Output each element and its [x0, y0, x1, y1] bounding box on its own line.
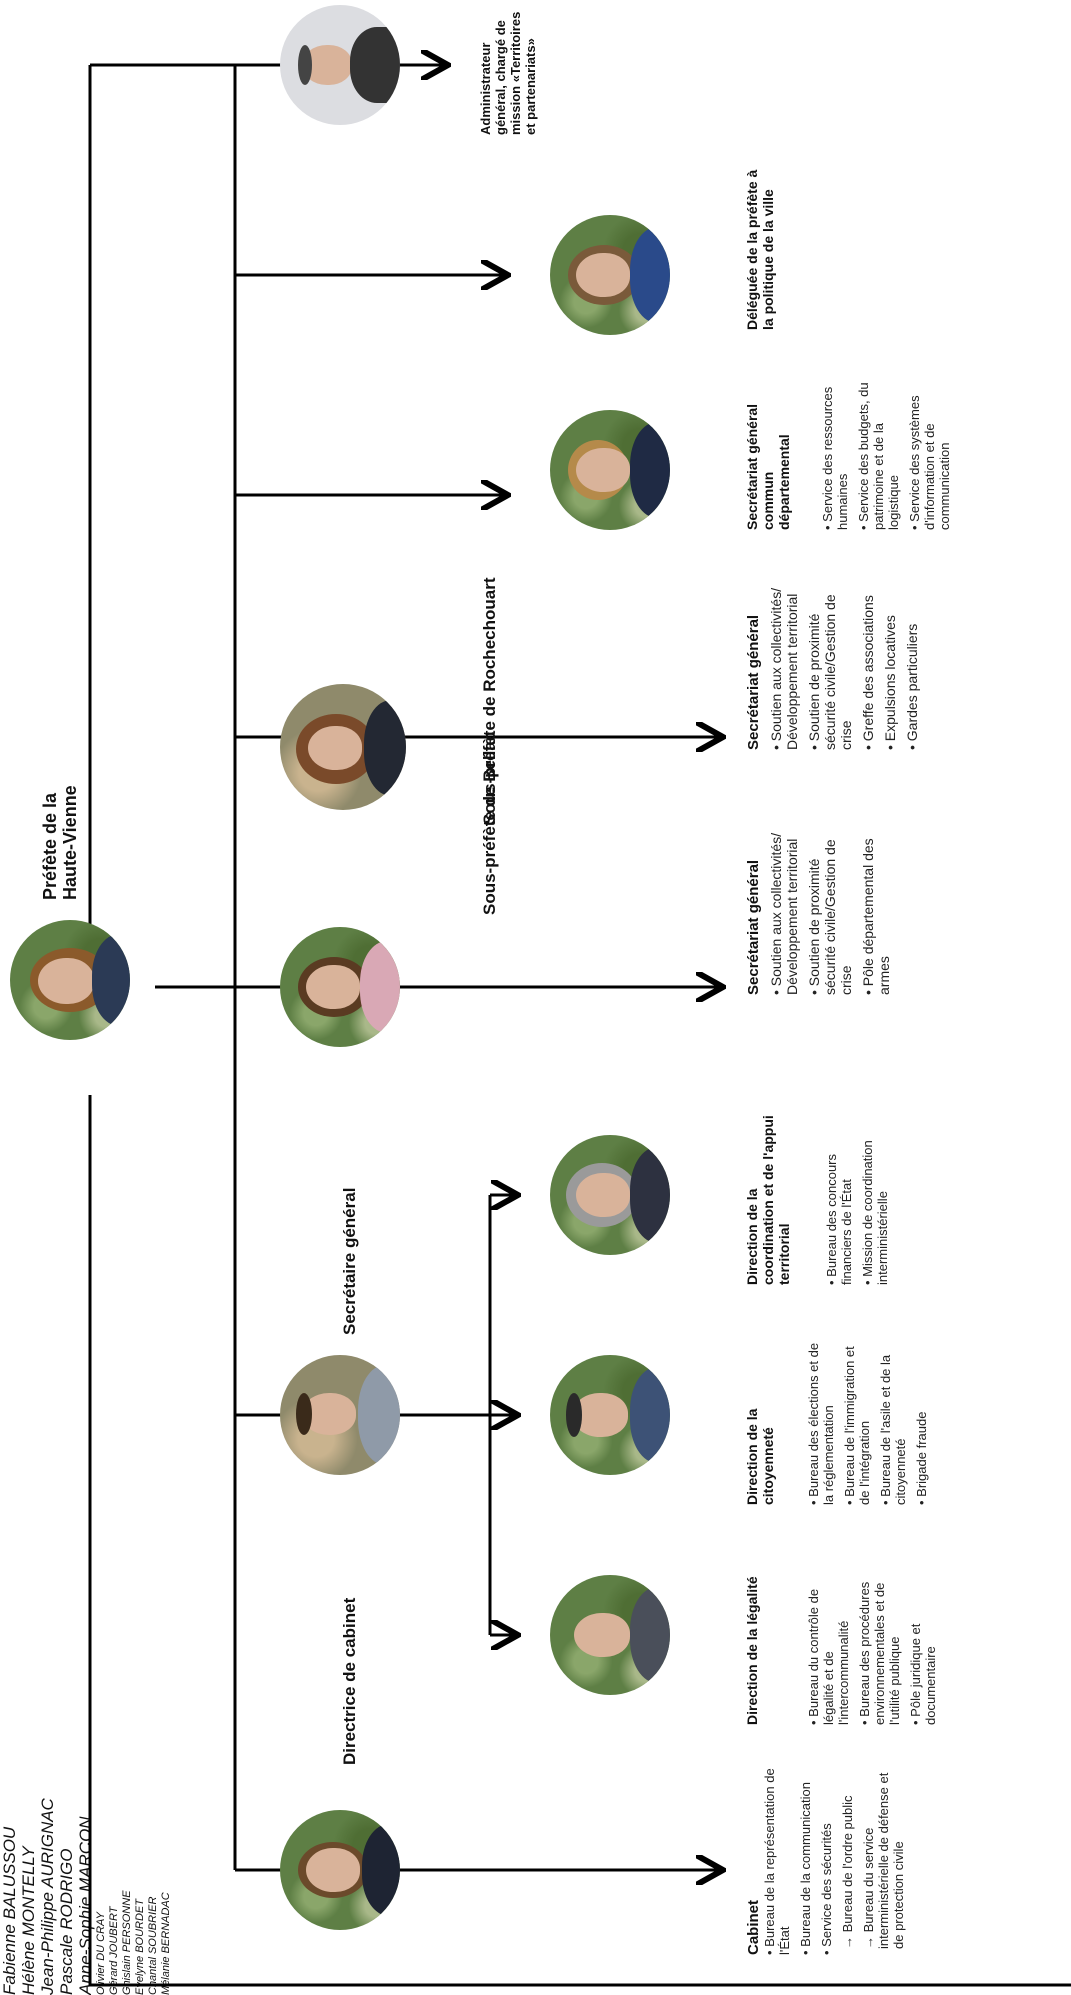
secgen-title: Secrétaire général — [340, 1187, 359, 1335]
sgcd-items: • Service des ressources humaines • Serv… — [820, 365, 958, 530]
coordination-items: • Bureau des concours financiers de l'Ét… — [824, 1115, 896, 1285]
prefete-title: Préfète de la Haute-Vienne — [40, 785, 80, 900]
legalite-item: • Bureau des procédures environnementale… — [857, 1581, 902, 1725]
legalite-item: • Bureau du contrôle de légalité et de l… — [806, 1588, 851, 1725]
citoyennete-title: Direction de la citoyenneté — [744, 1408, 776, 1505]
sg-rochechouart-item: • Gardes particuliers — [904, 623, 920, 750]
sg-rochechouart-items: • Soutien aux collectivités/ Développeme… — [768, 575, 926, 750]
citoyennete-item: • Bureau de l'asile et de la citoyenneté — [878, 1354, 908, 1505]
coordination-title: Direction de la coordination et de l'app… — [744, 1115, 792, 1285]
legalite-item: • Pôle juridique et documentaire — [908, 1623, 938, 1725]
sg-rochechouart-item: • Soutien aux collectivités/ Développeme… — [768, 587, 800, 750]
coordination-item: • Mission de coordination interministéri… — [860, 1140, 890, 1285]
sg-bellac-item: • Soutien de proximité sécurité civile/G… — [806, 839, 854, 995]
sgcd-item: • Service des systèmes d'information et … — [907, 395, 952, 530]
sgcd-title: Secrétariat général commun départemental — [744, 403, 792, 530]
bellac-photo — [280, 927, 400, 1047]
sgcd-item: • Service des ressources humaines — [820, 386, 850, 530]
spine-left — [88, 1095, 1071, 1987]
sg-bellac-item: • Pôle départemental des armes — [860, 838, 892, 995]
cabinet-item: → Bureau du service interministérielle d… — [861, 1772, 906, 1949]
citoyennete-items: • Bureau des élections et de la réglemen… — [806, 1340, 935, 1505]
sgcd-item: • Service des budgets, du patrimoine et … — [856, 382, 901, 530]
cabinet-item: • Bureau de la représentation de l'État — [762, 1768, 792, 1955]
sg-rochechouart-title: Secrétariat général — [745, 614, 762, 750]
legalite-items: • Bureau du contrôle de légalité et de l… — [806, 1560, 944, 1725]
rochechouart-title: Sous-préfète de Rochechouart — [480, 577, 499, 826]
cabinet-items: • Bureau de la représentation de l'État … — [762, 1755, 912, 1955]
citoyennete-item: • Bureau de l'immigration et de l'intégr… — [842, 1346, 872, 1505]
citoyennete-item: • Brigade fraude — [914, 1411, 929, 1505]
administrateur-photo — [280, 5, 400, 125]
citoyennete-photo — [550, 1355, 670, 1475]
deleguee-photo — [550, 215, 670, 335]
sg-bellac-item: • Soutien aux collectivités/ Développeme… — [768, 832, 800, 995]
prefete-photo — [10, 920, 130, 1040]
sg-rochechouart-item: • Soutien de proximité sécurité civile/G… — [806, 594, 854, 750]
cabinet-item: → Bureau de l'ordre public — [840, 1795, 855, 1949]
legalite-photo — [550, 1575, 670, 1695]
rochechouart-photo — [280, 684, 406, 810]
cabinet-director-photo — [280, 1810, 400, 1930]
sg-bellac-items: • Soutien aux collectivités/ Développeme… — [768, 820, 898, 995]
citoyennete-item: • Bureau des élections et de la réglemen… — [806, 1342, 836, 1505]
cabinet-director-title: Directrice de cabinet — [340, 1597, 359, 1765]
sgcd-photo — [550, 410, 670, 530]
legalite-title: Direction de la légalité — [744, 1576, 760, 1725]
sg-bellac-title: Secrétariat général — [745, 859, 762, 995]
cabinet-item: • Service des sécurités — [819, 1823, 834, 1955]
sg-rochechouart-item: • Greffe des associations — [860, 595, 876, 750]
coordination-item: • Bureau des concours financiers de l'Ét… — [824, 1153, 854, 1285]
administrateur-title: Administrateur général, chargé de missio… — [478, 11, 538, 135]
deleguee-title: Déléguée de la préfète à la politique de… — [744, 169, 776, 330]
secgen-photo — [280, 1355, 400, 1475]
sg-rochechouart-item: • Expulsions locatives — [882, 615, 898, 750]
coordination-photo — [550, 1135, 670, 1255]
cabinet-title: Cabinet — [745, 1899, 762, 1955]
cabinet-item: • Bureau de la communication — [798, 1782, 813, 1955]
